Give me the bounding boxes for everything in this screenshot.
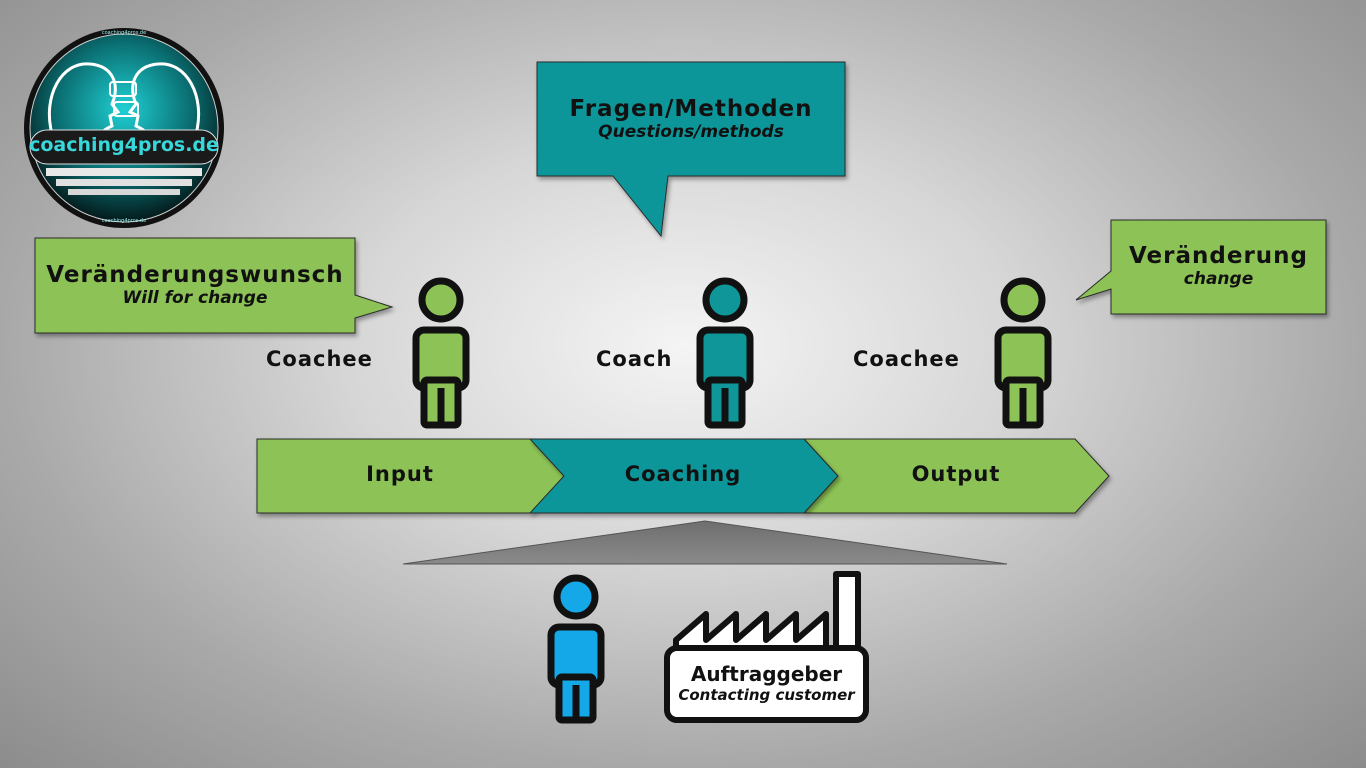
logo-small-top: coaching4pros.de xyxy=(101,30,147,36)
stage-output-label: Output xyxy=(911,462,1001,486)
callout-right: Veränderung change xyxy=(1111,243,1326,289)
wedge-shape xyxy=(402,520,1008,565)
logo-small-bottom: coaching4pros.de xyxy=(101,218,147,224)
stage-input-label: Input xyxy=(366,462,434,486)
person-coach-icon xyxy=(696,277,754,429)
role-coachee-right: Coachee xyxy=(853,347,960,371)
logo: coaching4pros.de coaching4pros.de coachi… xyxy=(22,26,226,230)
customer-title: Auftraggeber xyxy=(690,662,843,686)
callout-left-subtitle: Will for change xyxy=(122,288,268,308)
callout-left-shape xyxy=(34,237,394,334)
callout-left-title: Veränderungswunsch xyxy=(46,262,344,288)
callout-center-subtitle: Questions/methods xyxy=(598,122,784,142)
person-customer-icon xyxy=(547,574,605,724)
factory-icon xyxy=(664,571,869,723)
callout-left: Veränderungswunsch Will for change xyxy=(35,262,355,308)
logo-text: coaching4pros.de xyxy=(29,134,219,156)
role-coach: Coach xyxy=(596,347,673,371)
callout-right-shape xyxy=(1075,219,1327,315)
stage-coaching-label: Coaching xyxy=(624,462,742,486)
stage-coaching-shape xyxy=(528,438,839,514)
callout-right-subtitle: change xyxy=(1183,269,1254,289)
callout-center-title: Fragen/Methoden xyxy=(569,96,813,122)
callout-right-title: Veränderung xyxy=(1129,243,1308,269)
logo-graphic xyxy=(24,28,224,228)
callout-center: Fragen/Methoden Questions/methods xyxy=(537,96,845,142)
customer-subtitle: Contacting customer xyxy=(678,686,855,704)
person-coachee-right-icon xyxy=(994,277,1052,429)
person-coachee-left-icon xyxy=(412,277,470,429)
role-coachee-left: Coachee xyxy=(266,347,373,371)
callout-center-shape xyxy=(536,61,846,238)
